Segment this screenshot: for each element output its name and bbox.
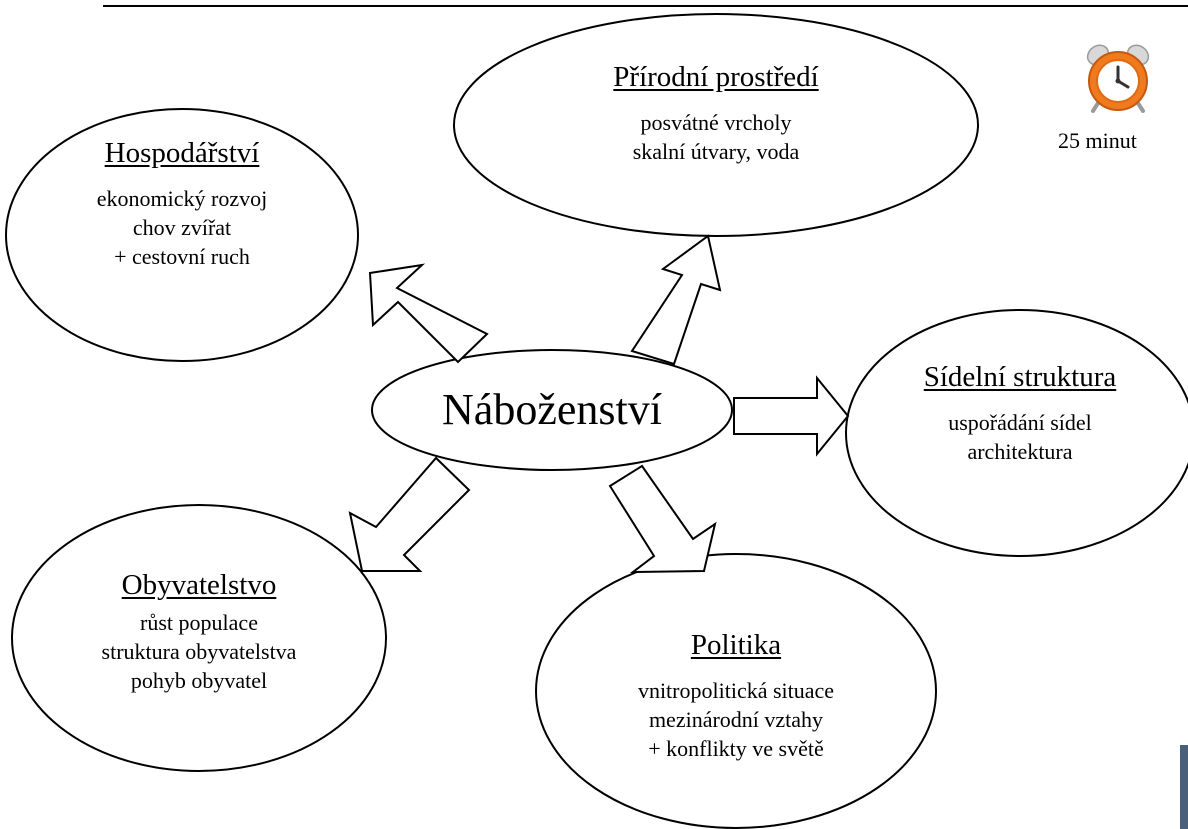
node-line: architektura xyxy=(967,438,1073,464)
ellipse-hospodarstvi xyxy=(5,108,359,362)
node-line: mezinárodní vztahy xyxy=(648,706,824,732)
arrow-to-sidelni xyxy=(733,375,850,457)
node-line: pohyb obyvatel xyxy=(130,667,268,693)
node-sidelni: Sídelní struktura uspořádání sídel archi… xyxy=(870,361,1170,466)
node-line: + cestovní ruch xyxy=(114,243,250,269)
ellipse-politika xyxy=(535,553,937,829)
node-line: ekonomický rozvoj xyxy=(96,185,268,211)
node-obyvatelstvo: Obyvatelstvo růst populace struktura oby… xyxy=(29,569,369,695)
node-title-sidelni: Sídelní struktura xyxy=(923,361,1117,393)
node-prirodni: Přírodní prostředí posvátné vrcholy skal… xyxy=(516,61,916,166)
ellipse-center xyxy=(371,349,733,471)
ellipse-prirodni xyxy=(453,13,979,237)
ellipse-sidelni xyxy=(845,309,1188,557)
node-title-politika: Politika xyxy=(690,629,782,661)
node-line: skalní útvary, voda xyxy=(632,138,800,164)
arrow-to-politika xyxy=(608,464,717,574)
corner-accent xyxy=(1180,745,1188,829)
arrow-to-obyvatelstvo xyxy=(348,456,471,572)
center-title: Náboženství xyxy=(442,385,662,434)
node-title-hospodarstvi: Hospodářství xyxy=(104,137,260,169)
ellipse-obyvatelstvo xyxy=(11,504,387,772)
node-hospodarstvi: Hospodářství ekonomický rozvoj chov zvíř… xyxy=(12,137,352,271)
node-line: vnitropolitická situace xyxy=(637,677,835,703)
node-line: posvátné vrcholy xyxy=(640,109,792,135)
node-title-obyvatelstvo: Obyvatelstvo xyxy=(121,569,277,601)
node-line: chov zvířat xyxy=(132,214,232,240)
node-line: struktura obyvatelstva xyxy=(101,638,297,664)
arrow-to-prirodni xyxy=(630,234,722,366)
node-title-prirodni: Přírodní prostředí xyxy=(613,61,819,93)
node-line: uspořádání sídel xyxy=(948,409,1092,435)
arrow-to-hospodarstvi xyxy=(368,263,489,364)
alarm-clock-icon xyxy=(1086,44,1150,113)
node-line: + konflikty ve světě xyxy=(648,735,824,761)
timer-label: 25 minut xyxy=(1058,128,1137,153)
node-line: růst populace xyxy=(140,609,258,635)
top-rule xyxy=(103,5,1188,7)
node-politika: Politika vnitropolitická situace mezinár… xyxy=(586,629,886,763)
